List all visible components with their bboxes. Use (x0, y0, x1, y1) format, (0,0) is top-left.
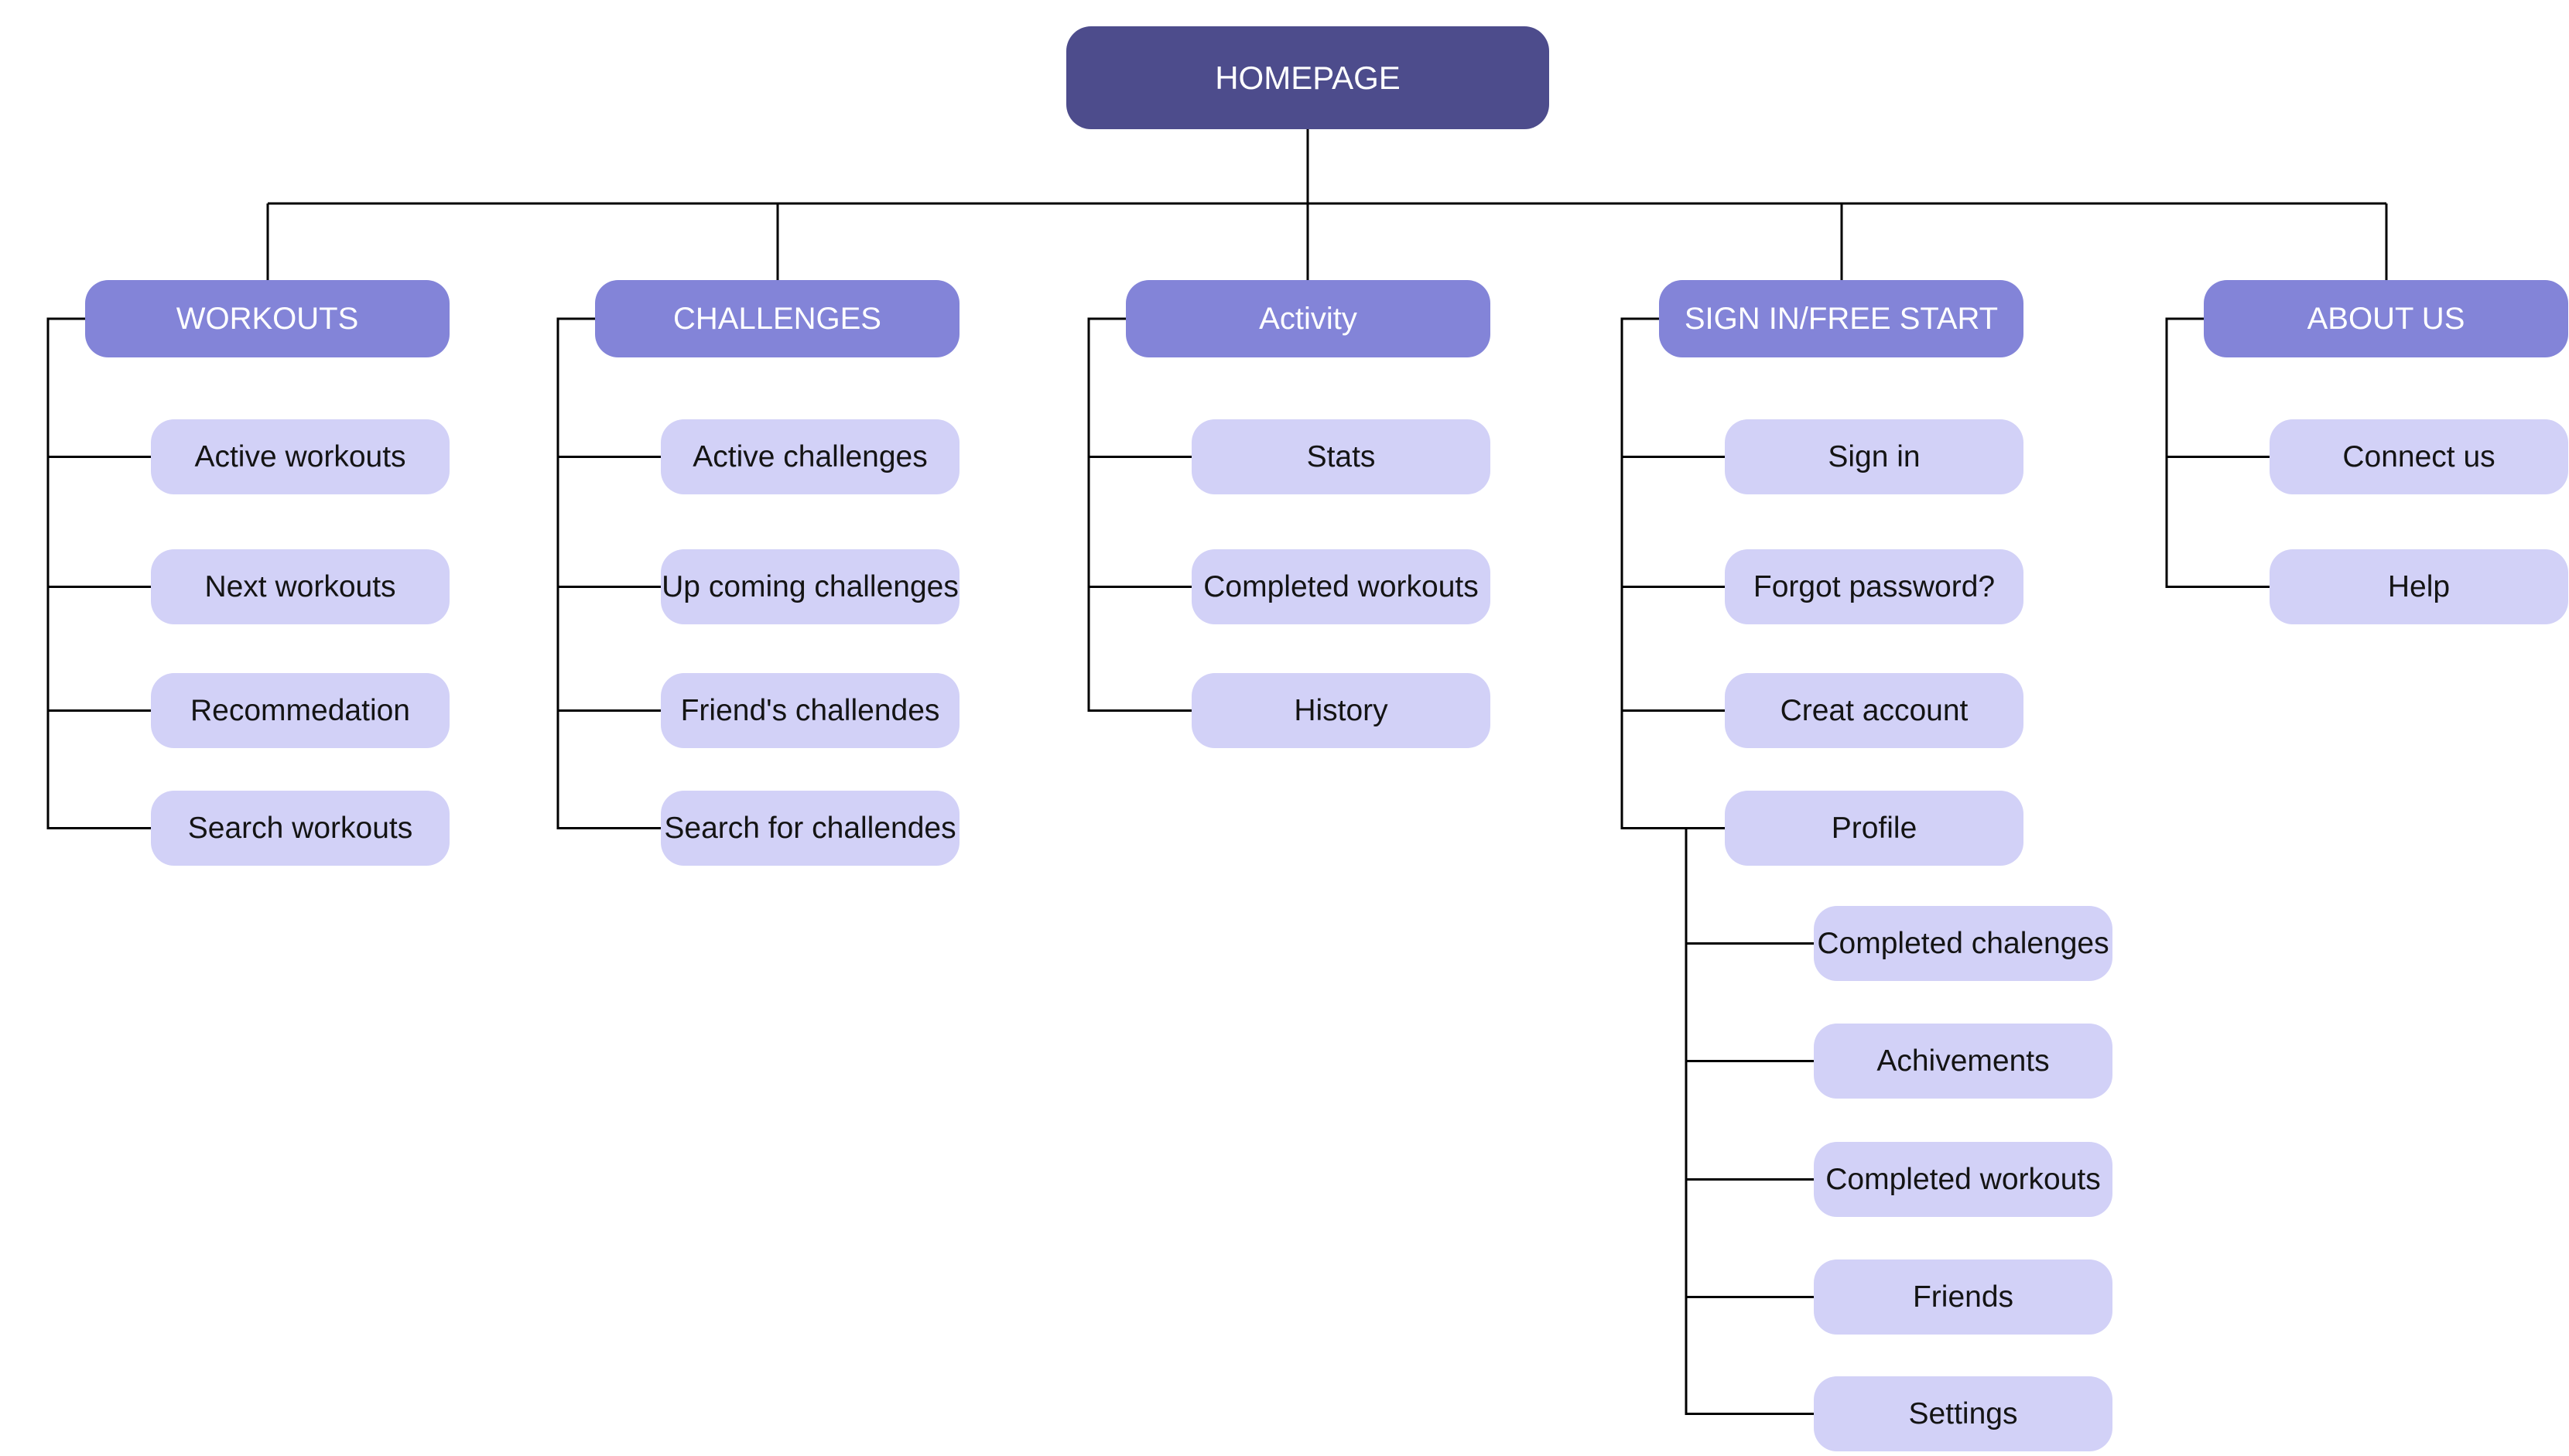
node-completed-workouts-profile[interactable]: Completed workouts (1814, 1142, 2112, 1217)
node-homepage[interactable]: HOMEPAGE (1066, 26, 1549, 129)
node-up-coming-challenges[interactable]: Up coming challenges (661, 549, 960, 624)
node-active-workouts[interactable]: Active workouts (151, 419, 450, 494)
node-next-workouts[interactable]: Next workouts (151, 549, 450, 624)
node-sign-in-free-start[interactable]: SIGN IN/FREE START (1659, 280, 2023, 357)
node-history[interactable]: History (1192, 673, 1490, 748)
node-activity[interactable]: Activity (1126, 280, 1490, 357)
node-recommedation[interactable]: Recommedation (151, 673, 450, 748)
node-friends-challendes[interactable]: Friend's challendes (661, 673, 960, 748)
node-settings[interactable]: Settings (1814, 1376, 2112, 1451)
node-connect-us[interactable]: Connect us (2270, 419, 2568, 494)
node-search-workouts[interactable]: Search workouts (151, 791, 450, 866)
node-friends[interactable]: Friends (1814, 1259, 2112, 1335)
node-forgot-password[interactable]: Forgot password? (1725, 549, 2023, 624)
node-completed-chalenges[interactable]: Completed chalenges (1814, 906, 2112, 981)
node-creat-account[interactable]: Creat account (1725, 673, 2023, 748)
node-help[interactable]: Help (2270, 549, 2568, 624)
node-completed-workouts-activity[interactable]: Completed workouts (1192, 549, 1490, 624)
node-about-us[interactable]: ABOUT US (2204, 280, 2568, 357)
node-challenges[interactable]: CHALLENGES (595, 280, 960, 357)
node-profile[interactable]: Profile (1725, 791, 2023, 866)
node-active-challenges[interactable]: Active challenges (661, 419, 960, 494)
node-search-for-challendes[interactable]: Search for challendes (661, 791, 960, 866)
node-achivements[interactable]: Achivements (1814, 1024, 2112, 1099)
node-workouts[interactable]: WORKOUTS (85, 280, 450, 357)
node-sign-in[interactable]: Sign in (1725, 419, 2023, 494)
node-stats[interactable]: Stats (1192, 419, 1490, 494)
